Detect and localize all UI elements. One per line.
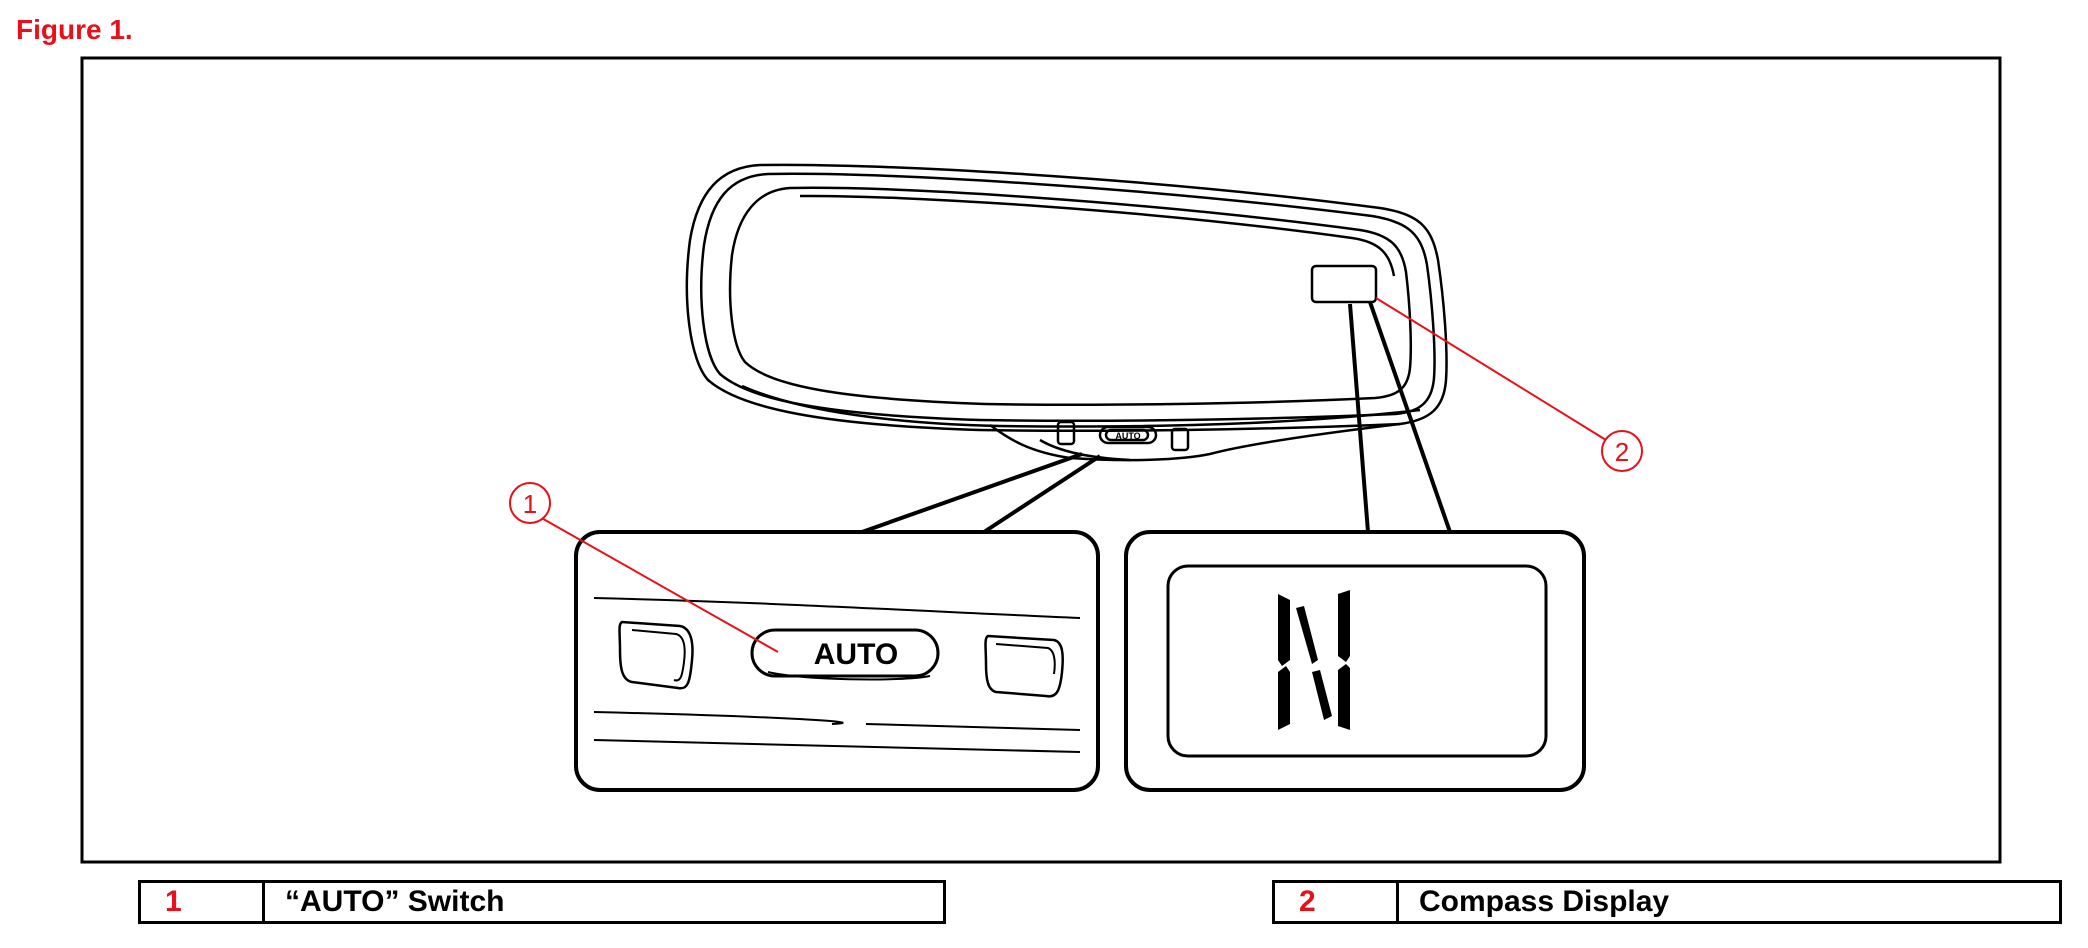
callout-2 xyxy=(1375,297,1643,472)
compass-display-detail xyxy=(1124,530,1586,792)
legend-label: “AUTO” Switch xyxy=(285,885,505,918)
rearview-mirror xyxy=(685,163,1448,462)
legend-row-2: 2 Compass Display xyxy=(1272,880,2062,924)
callout-1 xyxy=(509,482,779,653)
callout-1-number: 1 xyxy=(523,489,537,519)
auto-switch-label: AUTO xyxy=(814,638,898,671)
diagram-frame xyxy=(80,56,2002,864)
legend-number: 1 xyxy=(141,883,265,921)
legend-label: Compass Display xyxy=(1419,885,1670,918)
legend-number: 2 xyxy=(1275,883,1399,921)
svg-text:AUTO: AUTO xyxy=(1115,431,1140,441)
auto-switch-detail xyxy=(574,530,1100,792)
figure-title: Figure 1. xyxy=(16,14,133,45)
callout-2-number: 2 xyxy=(1615,437,1629,467)
legend-row-1: 1 “AUTO” Switch xyxy=(138,880,946,924)
compass-heading-n xyxy=(1278,590,1350,730)
